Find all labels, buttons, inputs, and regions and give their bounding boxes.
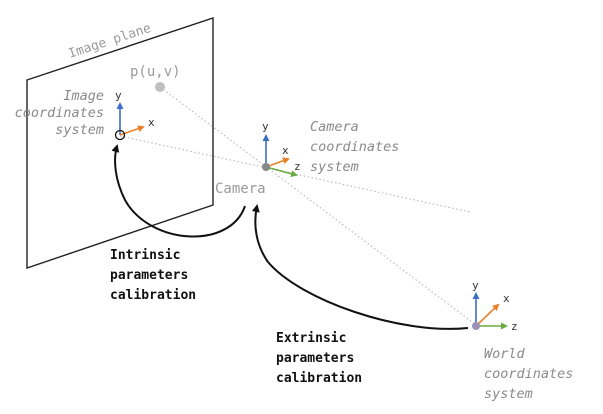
camera-z-label: z <box>294 160 301 173</box>
image-origin-icon <box>114 129 126 141</box>
image-coords-label-2: coordinates <box>15 105 104 121</box>
image-y-label: y <box>115 89 122 102</box>
intrinsic-label-1: Intrinsic <box>110 248 180 263</box>
camera-label: Camera <box>215 181 266 197</box>
camera-z-axis <box>265 166 298 178</box>
image-x-axis <box>119 125 145 136</box>
camera-x-label: x <box>282 144 289 157</box>
image-point <box>155 82 165 92</box>
image-x-label: x <box>148 116 155 129</box>
world-x-label: x <box>503 292 510 305</box>
world-x-axis <box>475 303 500 327</box>
camera-coords-label-2: coordinates <box>310 139 399 155</box>
extrinsic-label-1: Extrinsic <box>276 331 346 346</box>
intrinsic-label-3: calibration <box>110 288 196 303</box>
point-label: p(u,v) <box>130 64 181 80</box>
image-plane-label: Image plane <box>67 21 154 62</box>
camera-y-label: y <box>262 120 269 133</box>
image-coords-label-3: system <box>55 122 104 138</box>
world-origin-icon <box>472 322 480 330</box>
world-coords-label-1: World <box>484 346 526 362</box>
world-coords-label-3: system <box>484 386 533 402</box>
image-coords-label-1: Image <box>63 88 104 104</box>
camera-origin-icon <box>262 163 270 171</box>
extrinsic-label-2: parameters <box>276 351 354 366</box>
intrinsic-arrow <box>111 144 246 238</box>
extrinsic-label-3: calibration <box>276 371 362 386</box>
camera-coords-label-1: Camera <box>310 119 359 135</box>
world-z-label: z <box>511 320 518 333</box>
world-y-label: y <box>472 279 479 292</box>
image-plane <box>26 17 214 269</box>
extrinsic-arrow <box>251 204 469 330</box>
camera-coords-label-3: system <box>310 159 359 175</box>
world-coords-label-2: coordinates <box>484 366 573 382</box>
intrinsic-label-2: parameters <box>110 268 188 283</box>
